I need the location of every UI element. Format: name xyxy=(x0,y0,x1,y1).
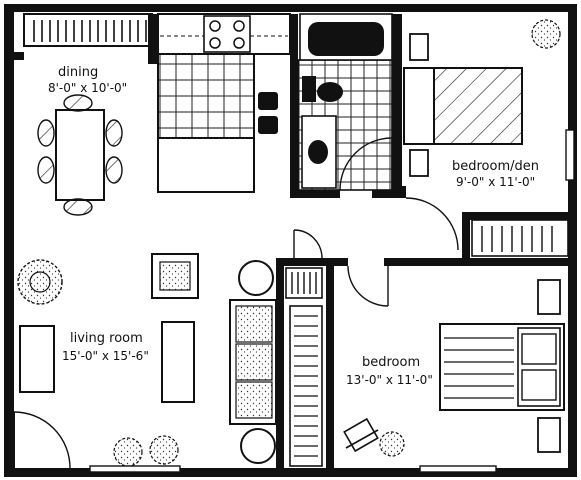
dining-name: dining xyxy=(58,65,98,80)
kitchen xyxy=(157,13,291,193)
plant-icon xyxy=(17,259,63,305)
den-name: bedroom/den xyxy=(452,159,539,174)
toilet-icon xyxy=(302,76,343,102)
hallway xyxy=(285,229,389,467)
stove-icon xyxy=(203,15,251,53)
bathroom xyxy=(297,13,393,191)
window-top-left xyxy=(23,13,153,47)
plant-icon xyxy=(379,431,405,457)
chair-icon xyxy=(343,417,379,453)
dining-room: dining 8'-0" x 10'-0" xyxy=(37,65,127,216)
bedroom-name: bedroom xyxy=(362,355,420,370)
plant-icon xyxy=(531,19,561,49)
exterior-walls xyxy=(4,4,577,477)
dining-table xyxy=(37,94,123,216)
bedroom-den: bedroom/den 9'-0" x 11'-0" xyxy=(403,19,575,257)
den-dims: 9'-0" x 11'-0" xyxy=(456,175,535,189)
plant-icon xyxy=(113,435,179,467)
dining-dims: 8'-0" x 10'-0" xyxy=(48,81,127,95)
living-name: living room xyxy=(70,331,143,346)
bedroom-dims: 13'-0" x 11'-0" xyxy=(346,373,433,387)
interior-walls xyxy=(4,14,572,468)
living-room: living room 15'-0" x 15'-6" xyxy=(13,253,277,473)
living-dims: 15'-0" x 15'-6" xyxy=(62,349,149,363)
sink-icon xyxy=(301,115,337,189)
bedroom: bedroom 13'-0" x 11'-0" xyxy=(343,279,565,473)
bathtub-icon xyxy=(299,13,393,61)
